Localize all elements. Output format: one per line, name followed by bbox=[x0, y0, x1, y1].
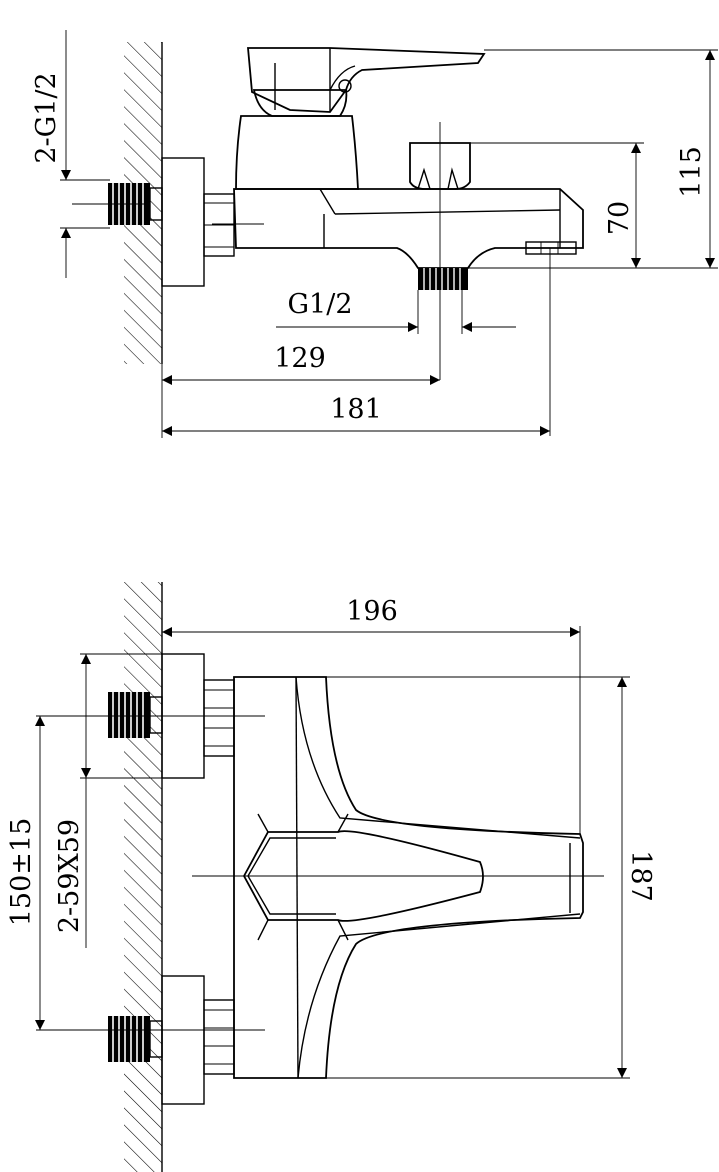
label-dist-181: 181 bbox=[330, 394, 382, 425]
side-view: 2-G1/2 115 70 G1/2 129 181 bbox=[31, 30, 718, 438]
inlet-thread-upper bbox=[108, 692, 163, 738]
spout-body-side bbox=[233, 188, 584, 269]
label-width-196: 196 bbox=[346, 596, 398, 627]
diverter-knob bbox=[409, 142, 471, 190]
hex-nut-lower bbox=[203, 999, 235, 1075]
wall-hatch-bottom bbox=[124, 582, 162, 1172]
label-dist-129: 129 bbox=[274, 343, 326, 374]
label-thread-inlet: 2-G1/2 bbox=[31, 72, 62, 163]
label-flange: 2-59X59 bbox=[54, 819, 85, 933]
aerator-side bbox=[525, 241, 577, 255]
label-thread-outlet: G1/2 bbox=[287, 289, 352, 320]
hex-nut-top bbox=[203, 193, 235, 257]
flange-lower bbox=[161, 975, 205, 1105]
label-height-115: 115 bbox=[676, 146, 707, 198]
lever-handle-front bbox=[242, 813, 484, 941]
hex-nut-upper bbox=[203, 679, 235, 757]
wall-flange-top bbox=[161, 157, 205, 287]
label-height-70: 70 bbox=[604, 201, 635, 235]
cartridge-body bbox=[235, 115, 359, 190]
outlet-thread-top bbox=[418, 268, 468, 290]
label-center-distance: 150±15 bbox=[6, 818, 37, 927]
lever-handle-side bbox=[247, 47, 486, 117]
front-view: 196 187 2-59X59 150±15 bbox=[6, 582, 656, 1172]
body-front bbox=[233, 676, 584, 1079]
label-height-187: 187 bbox=[625, 850, 656, 902]
